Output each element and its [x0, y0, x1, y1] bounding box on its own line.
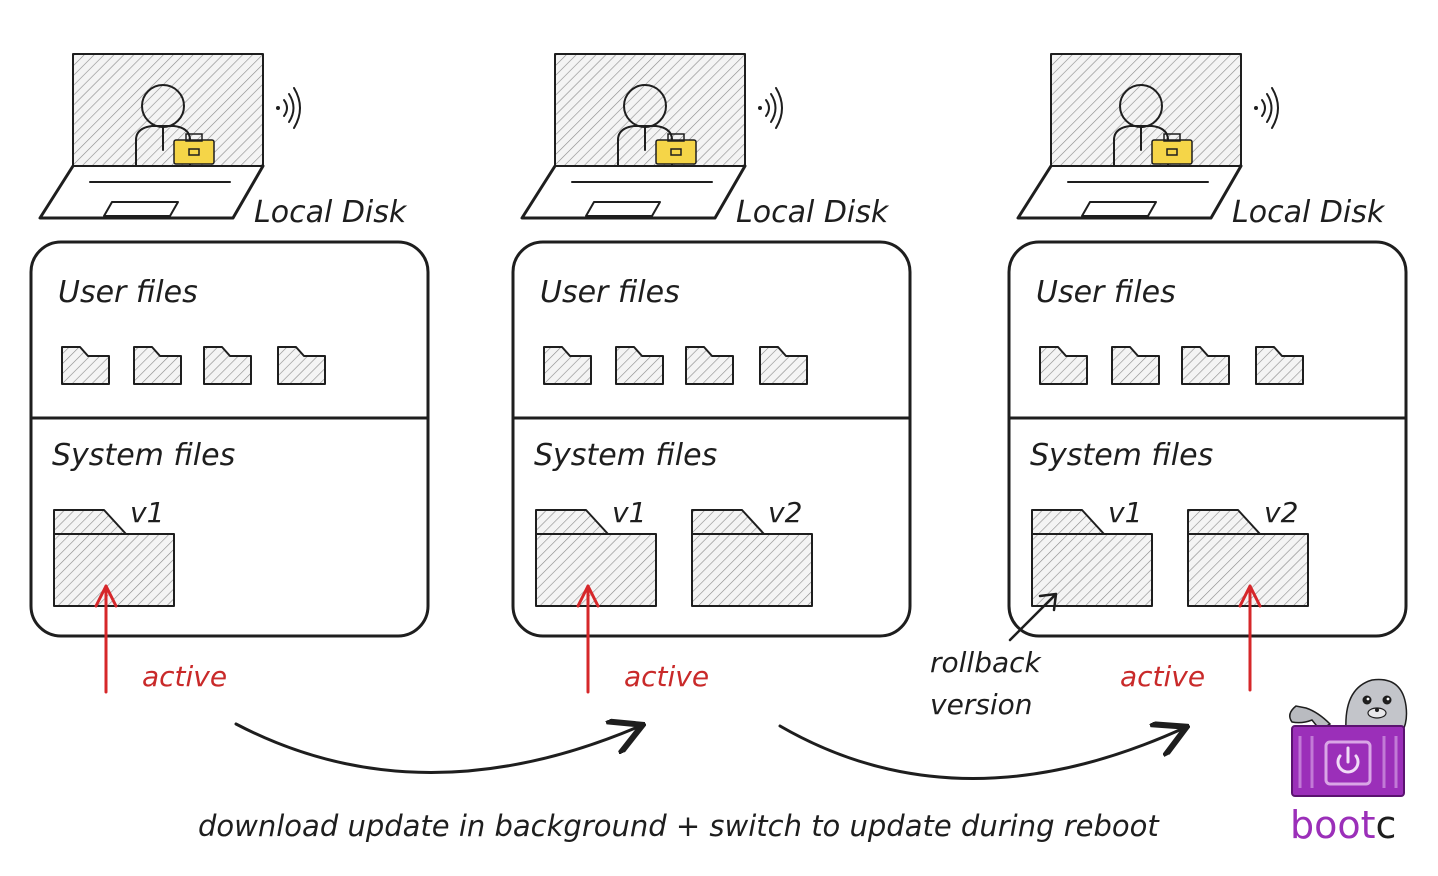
crate-icon: [1291, 725, 1405, 797]
laptop-icon: [1016, 53, 1279, 220]
disk-box: [511, 240, 912, 638]
folder-icon: [1187, 509, 1309, 607]
logo-wordmark-suffix: c: [1376, 803, 1397, 847]
person-icon: [135, 84, 191, 167]
person-icon: [617, 84, 673, 167]
laptop-icon: [520, 53, 783, 220]
active-arrow: [94, 584, 118, 694]
user-folders: [1039, 346, 1304, 385]
disk-label: Local Disk: [736, 195, 890, 230]
user-files-label: User files: [58, 275, 198, 310]
person-icon: [1113, 84, 1169, 167]
active-arrow: [576, 584, 600, 694]
wifi-signal-icon: [1254, 87, 1279, 129]
rollback-arrow: [1008, 592, 1058, 642]
logo-wordmark-prefix: boot: [1290, 803, 1376, 847]
seal-mascot-icon: [1289, 678, 1408, 733]
version-label: v2: [768, 496, 802, 529]
briefcase-icon: [173, 133, 215, 165]
laptop-icon: [38, 53, 301, 220]
wifi-signal-icon: [276, 87, 301, 129]
disk-label: Local Disk: [254, 195, 408, 230]
logo-wordmark: bootc: [1290, 803, 1396, 847]
folder-icon: [133, 346, 182, 385]
user-folders: [61, 346, 326, 385]
version-label: v1: [612, 496, 646, 529]
system-files-label: System files: [1030, 438, 1213, 473]
folder-icon: [691, 509, 813, 607]
briefcase-icon: [655, 133, 697, 165]
active-label: active: [142, 660, 227, 693]
briefcase-icon: [1151, 133, 1193, 165]
bootc-logo: bootc: [1289, 678, 1408, 847]
folder-icon: [1111, 346, 1160, 385]
stage-1: Local Disk User files System files v1 ac…: [29, 53, 430, 694]
user-folders: [543, 346, 808, 385]
version-label: v2: [1264, 496, 1298, 529]
system-files-label: System files: [52, 438, 235, 473]
version-label: v1: [1108, 496, 1142, 529]
folder-icon: [203, 346, 252, 385]
disk-label: Local Disk: [1232, 195, 1386, 230]
user-files-label: User files: [1036, 275, 1176, 310]
disk-box: [1007, 240, 1408, 638]
rollback-label: rollback: [930, 646, 1043, 679]
folder-icon: [543, 346, 592, 385]
system-files-label: System files: [534, 438, 717, 473]
folder-icon: [1181, 346, 1230, 385]
folder-icon: [1255, 346, 1304, 385]
folder-icon: [535, 509, 657, 607]
folder-icon: [685, 346, 734, 385]
folder-icon: [277, 346, 326, 385]
wifi-signal-icon: [758, 87, 783, 129]
rollback-label-line2: version: [930, 688, 1033, 721]
stage-3: Local Disk User files System files v1 v2…: [930, 53, 1408, 721]
folder-icon: [615, 346, 664, 385]
caption: download update in background + switch t…: [198, 809, 1160, 843]
folder-icon: [53, 509, 175, 607]
active-label: active: [624, 660, 709, 693]
folder-icon: [1031, 509, 1153, 607]
transition-arrow-1: [234, 724, 640, 774]
folder-icon: [1039, 346, 1088, 385]
folder-icon: [61, 346, 110, 385]
folder-icon: [759, 346, 808, 385]
disk-box: [29, 240, 430, 638]
active-arrow: [1238, 584, 1262, 692]
version-label: v1: [130, 496, 164, 529]
transition-arrow-2: [778, 726, 1184, 780]
user-files-label: User files: [540, 275, 680, 310]
stage-2: Local Disk User files System files v1 v2…: [511, 53, 912, 694]
active-label: active: [1120, 660, 1205, 693]
